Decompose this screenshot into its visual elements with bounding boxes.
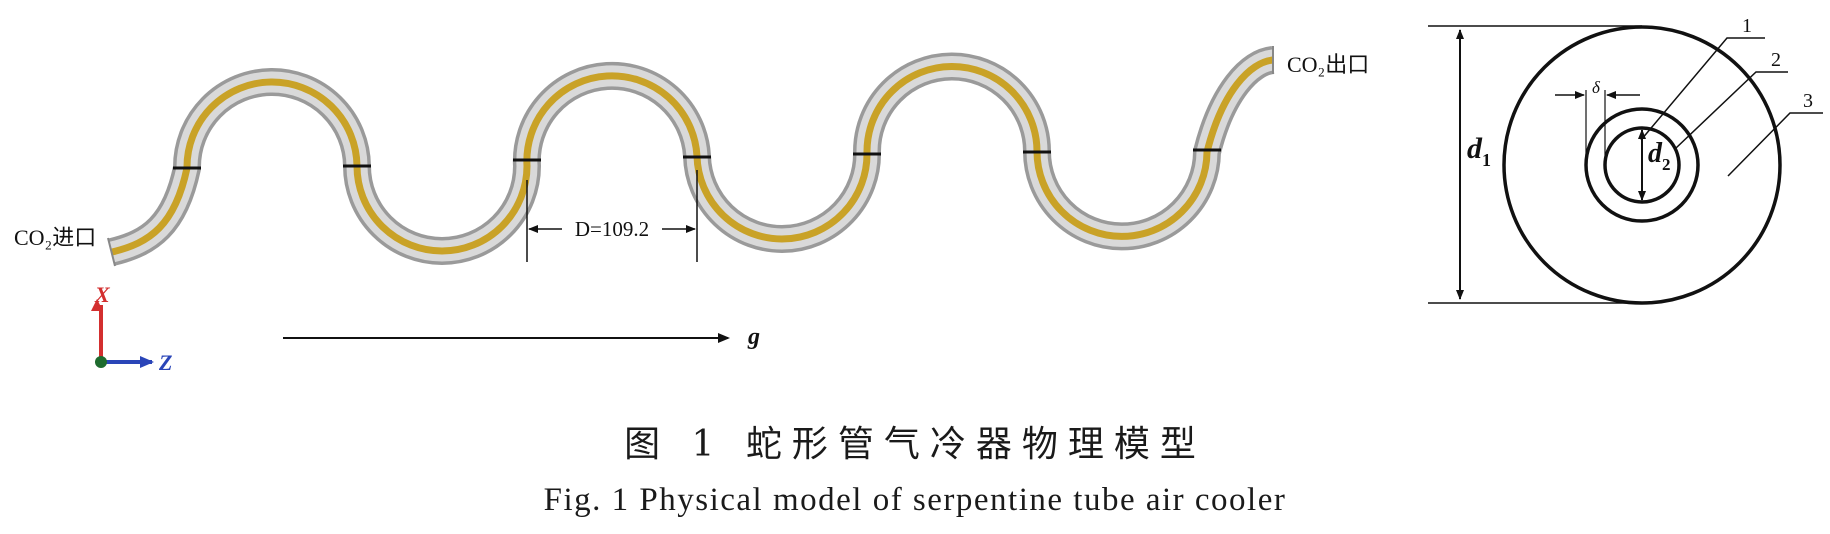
callout-2-label: 2 — [1771, 49, 1781, 71]
delta-label: δ — [1592, 78, 1601, 97]
figure-caption-english: Fig. 1 Physical model of serpentine tube… — [543, 482, 1287, 518]
gravity-label: g — [747, 324, 760, 350]
callout-1-leader — [1640, 37, 1765, 141]
d2-label: d2 — [1648, 138, 1671, 174]
dimension-D-label: D=109.2 — [575, 217, 649, 241]
gravity-indicator: g — [283, 324, 760, 350]
coordinate-axes: X Z — [91, 282, 172, 375]
tube-cross-section — [1428, 25, 1823, 305]
cross-section-labels: d1 d2 δ 1 2 3 — [1467, 15, 1813, 174]
d1-label: d1 — [1467, 132, 1491, 170]
pitch-dimension: D=109.2 — [526, 170, 698, 262]
outlet-label: CO₂出口 — [1287, 52, 1369, 77]
axis-origin-dot — [95, 356, 107, 368]
callout-1-label: 1 — [1742, 15, 1752, 37]
segment-junctions — [173, 148, 1221, 170]
figure-caption-chinese: 图 1 蛇形管气冷器物理模型 — [624, 424, 1206, 465]
callout-2-leader — [1675, 71, 1788, 149]
inlet-label: CO₂进口 — [14, 225, 96, 250]
x-axis-label: X — [94, 282, 111, 307]
z-axis-label: Z — [158, 350, 172, 375]
callout-3-label: 3 — [1803, 90, 1813, 112]
inlet-cap — [107, 237, 116, 267]
callout-3-leader — [1727, 112, 1823, 177]
